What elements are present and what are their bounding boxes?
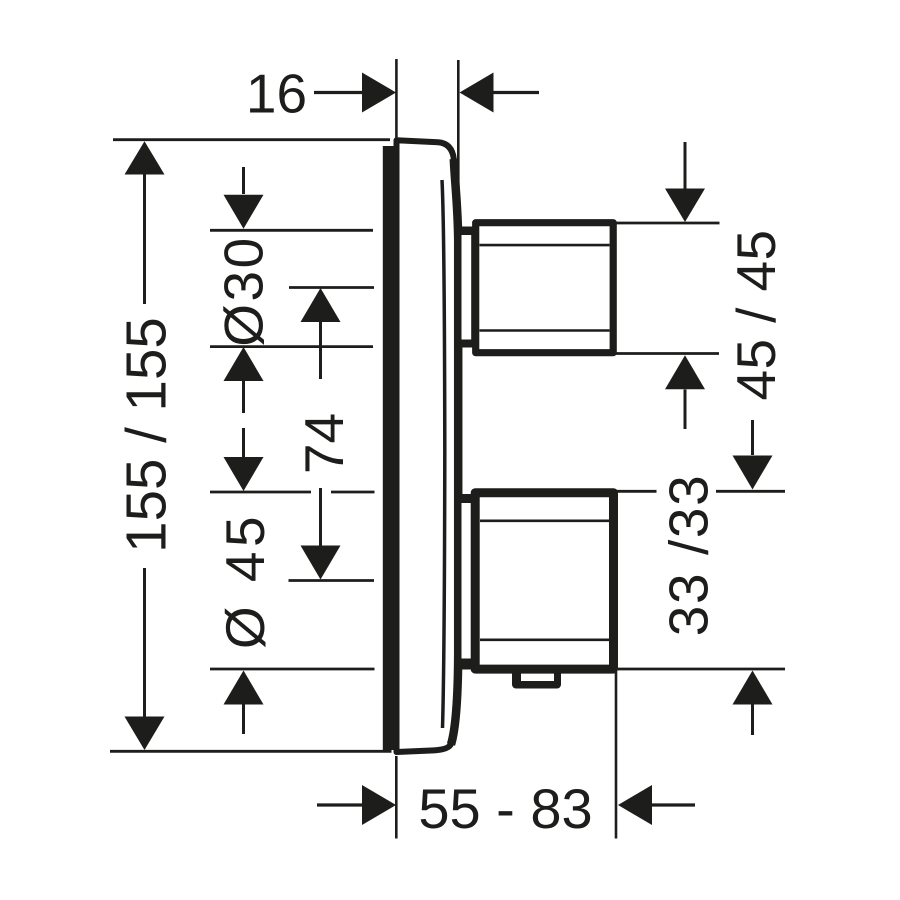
svg-text:45 / 45: 45 / 45 xyxy=(725,230,787,401)
svg-text:16: 16 xyxy=(246,62,307,124)
svg-text:Ø 45: Ø 45 xyxy=(214,512,276,649)
svg-text:Ø30: Ø30 xyxy=(213,235,275,346)
svg-text:33 /33: 33 /33 xyxy=(658,474,720,637)
svg-text:155 / 155: 155 / 155 xyxy=(115,317,178,553)
svg-text:55 - 83: 55 - 83 xyxy=(418,777,592,840)
svg-text:74: 74 xyxy=(293,413,355,474)
